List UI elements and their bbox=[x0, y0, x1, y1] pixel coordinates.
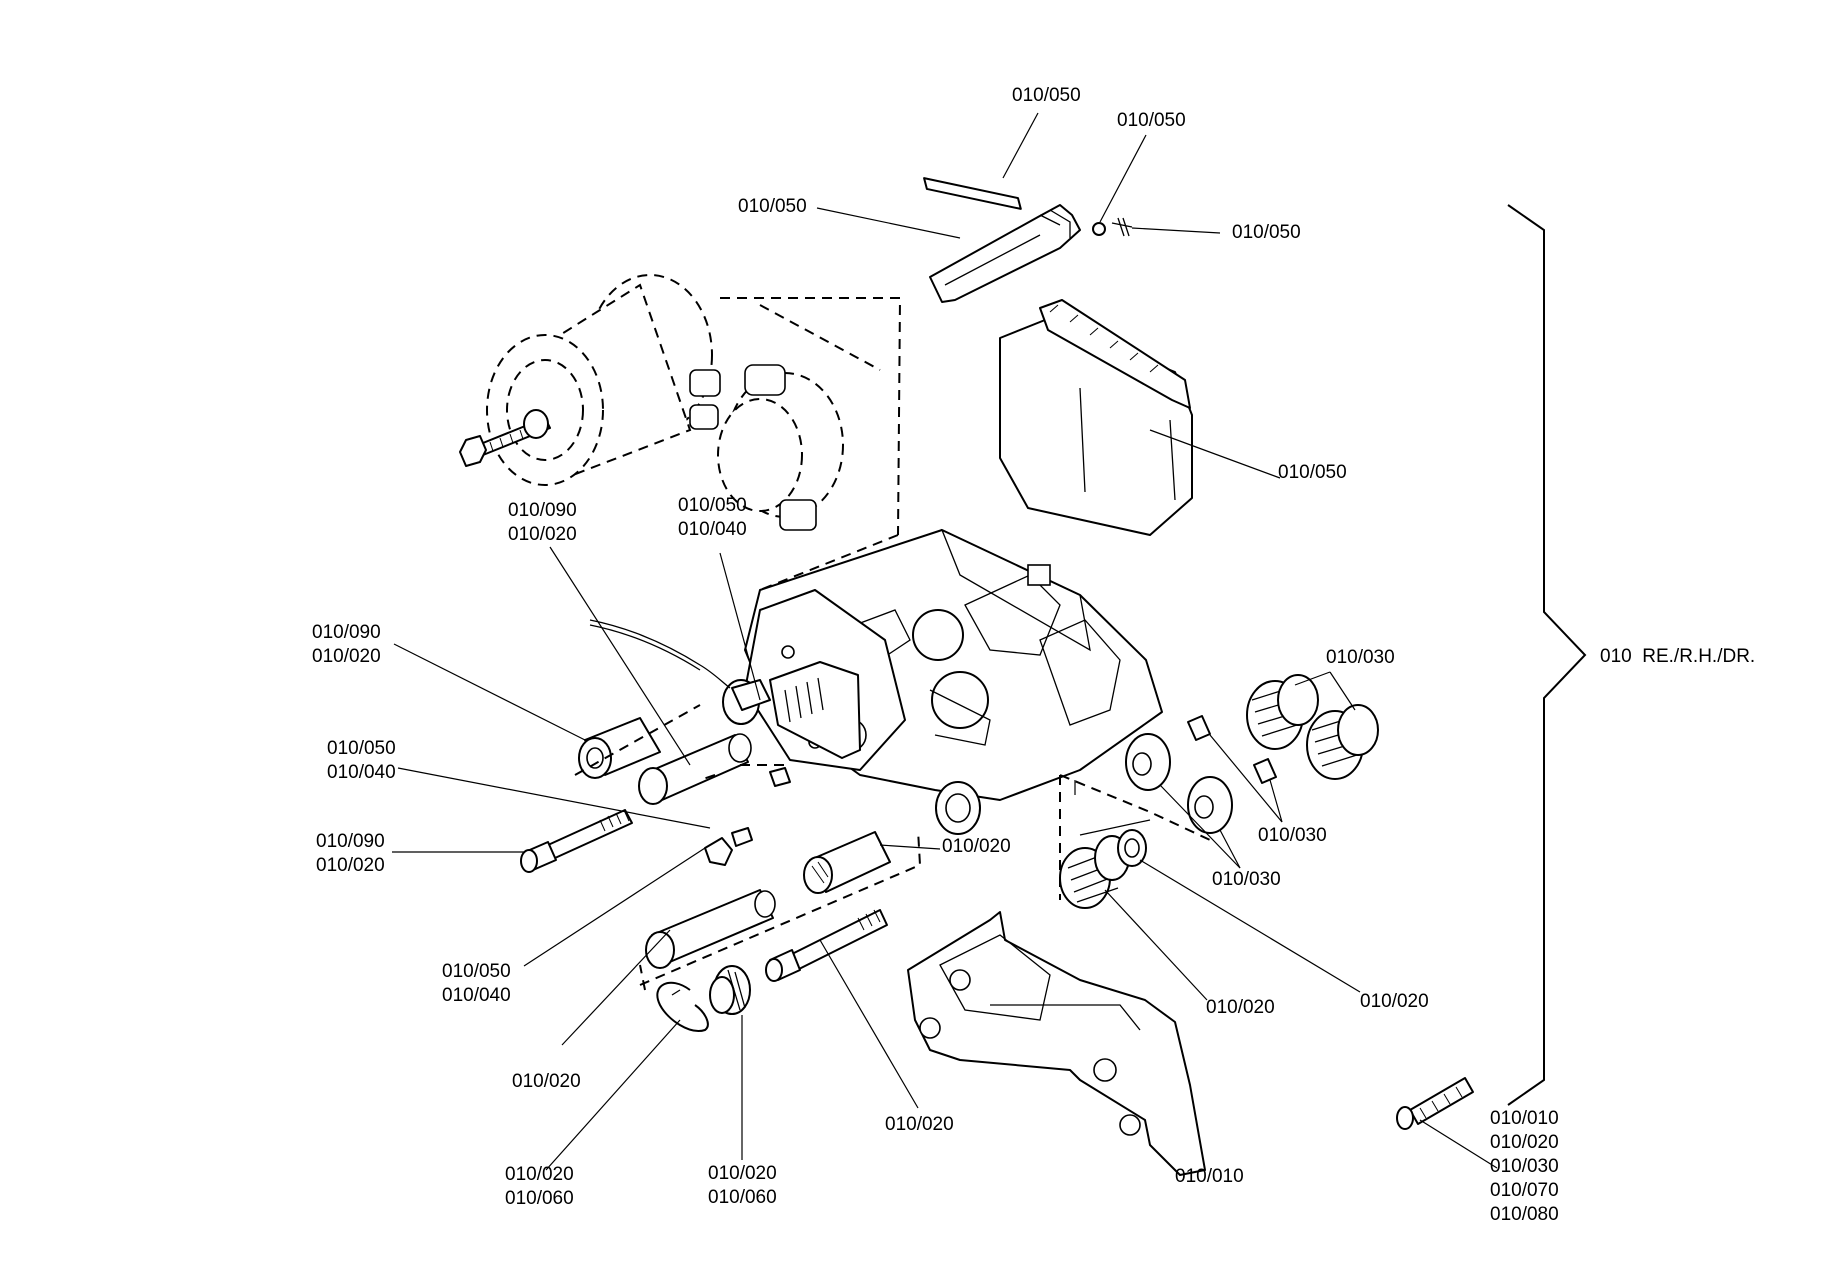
leader-sensor-plug bbox=[719, 552, 761, 701]
callout-clip-top: 010/050 bbox=[1117, 110, 1186, 131]
chamber-pushrod-bolt bbox=[459, 409, 551, 467]
leader-cap-left bbox=[397, 767, 711, 829]
seal-right bbox=[1117, 829, 1147, 867]
guide-dash-axis-mid bbox=[699, 764, 790, 781]
leader-bellows-lower bbox=[1104, 889, 1208, 1001]
retaining-ring-lower bbox=[656, 981, 709, 1032]
leader-sensor-cap bbox=[523, 847, 706, 967]
guide-dash-axis-upper bbox=[574, 704, 701, 776]
lower-dash-frame bbox=[639, 829, 922, 991]
callout-carrier: 010/010 bbox=[1175, 1166, 1244, 1187]
callout-boot-lower: 010/020 010/060 bbox=[708, 1163, 777, 1208]
retainer-pin bbox=[923, 177, 1022, 210]
adjuster-cap bbox=[769, 661, 861, 759]
callout-seal-right: 010/020 bbox=[1360, 991, 1429, 1012]
callout-assembly: 010 RE./R.H./DR. bbox=[1600, 646, 1756, 667]
guide-bolt-left bbox=[520, 809, 633, 873]
callout-sensor-cap: 010/050 010/040 bbox=[442, 961, 511, 1006]
chamber-front-cylinder bbox=[689, 364, 844, 531]
callout-bolt-left: 010/090 010/020 bbox=[316, 831, 385, 876]
leader-lines bbox=[392, 112, 1498, 1171]
retainer-spring-clip bbox=[1111, 217, 1133, 237]
leader-bush-right bbox=[879, 844, 941, 850]
leader-pad bbox=[1149, 429, 1281, 479]
thrust-pieces bbox=[1125, 733, 1233, 834]
leader-spring-plate bbox=[816, 207, 961, 239]
tappets bbox=[1187, 715, 1277, 784]
boot-right-upper bbox=[1246, 674, 1319, 750]
leader-ring-lower bbox=[545, 1019, 681, 1171]
assembly-bracket bbox=[1507, 204, 1587, 1106]
callout-pin-top: 010/050 bbox=[1012, 85, 1081, 106]
brake-pad bbox=[999, 299, 1193, 536]
callout-guide-sleeve: 010/090 010/020 bbox=[312, 622, 381, 667]
chamber-dash-frame-top bbox=[720, 297, 902, 536]
leader-spring-right bbox=[1131, 227, 1221, 234]
callout-bolt-lower: 010/020 bbox=[885, 1114, 954, 1135]
callout-kit-tube: 010/010 010/020 010/030 010/070 010/080 bbox=[1490, 1108, 1559, 1225]
sensor-cap-left bbox=[704, 827, 753, 866]
callout-thrust-pieces: 010/030 bbox=[1212, 869, 1281, 890]
retainer-washer bbox=[1092, 222, 1106, 236]
guide-sleeve-upper bbox=[578, 717, 661, 779]
leader-thrust-a bbox=[1159, 784, 1241, 869]
leader-clip-top bbox=[1099, 134, 1147, 223]
caliper-housing bbox=[722, 528, 1163, 836]
sensor-plug bbox=[769, 767, 791, 787]
callout-cable: 010/090 010/020 bbox=[508, 500, 577, 545]
chamber-dash-line-b bbox=[759, 534, 899, 591]
leader-cable bbox=[549, 546, 691, 766]
chamber-dash-line-a bbox=[759, 304, 881, 371]
callout-bush-right: 010/020 bbox=[942, 836, 1011, 857]
callout-boot-right-top: 010/030 bbox=[1326, 647, 1395, 668]
leader-thrust-b bbox=[1219, 829, 1241, 869]
leader-tappet-a bbox=[1209, 734, 1283, 823]
callout-pad: 010/050 bbox=[1278, 462, 1347, 483]
callout-cap-left: 010/050 010/040 bbox=[327, 738, 396, 783]
leader-tappet-b bbox=[1269, 779, 1283, 823]
callout-spring-right: 010/050 bbox=[1232, 222, 1301, 243]
brake-chamber-group bbox=[459, 274, 902, 591]
pad-retainer-group bbox=[923, 177, 1133, 303]
leader-boot-right-a bbox=[1294, 671, 1331, 686]
grease-tube bbox=[1396, 1077, 1474, 1130]
boot-right-lower bbox=[1306, 704, 1379, 780]
leader-boot-right-b bbox=[1329, 671, 1356, 711]
leader-guide-sleeve bbox=[393, 643, 586, 741]
callout-sensor-plug: 010/050 010/040 bbox=[678, 495, 747, 540]
carrier bbox=[907, 911, 1206, 1176]
leader-kit-tube bbox=[1419, 1119, 1498, 1169]
callout-tappet: 010/030 bbox=[1258, 825, 1327, 846]
callout-ring-lower: 010/020 010/060 bbox=[505, 1164, 574, 1209]
leader-pin-top bbox=[1002, 112, 1039, 179]
leader-seal-right bbox=[1139, 859, 1361, 993]
leader-bolt-lower bbox=[819, 939, 919, 1109]
boot-lower bbox=[709, 965, 751, 1015]
callout-sleeve-lower: 010/020 bbox=[512, 1071, 581, 1092]
callout-spring-plate: 010/050 bbox=[738, 196, 807, 217]
callout-bellows-lower: 010/020 bbox=[1206, 997, 1275, 1018]
leader-sleeve-lower bbox=[561, 929, 671, 1046]
guide-sleeve-lower bbox=[645, 889, 776, 969]
guide-sleeve-mid bbox=[803, 831, 891, 894]
chamber-rear-cylinder bbox=[486, 274, 713, 486]
guide-tube-upper bbox=[638, 733, 752, 805]
guide-bolt-lower bbox=[765, 909, 888, 982]
